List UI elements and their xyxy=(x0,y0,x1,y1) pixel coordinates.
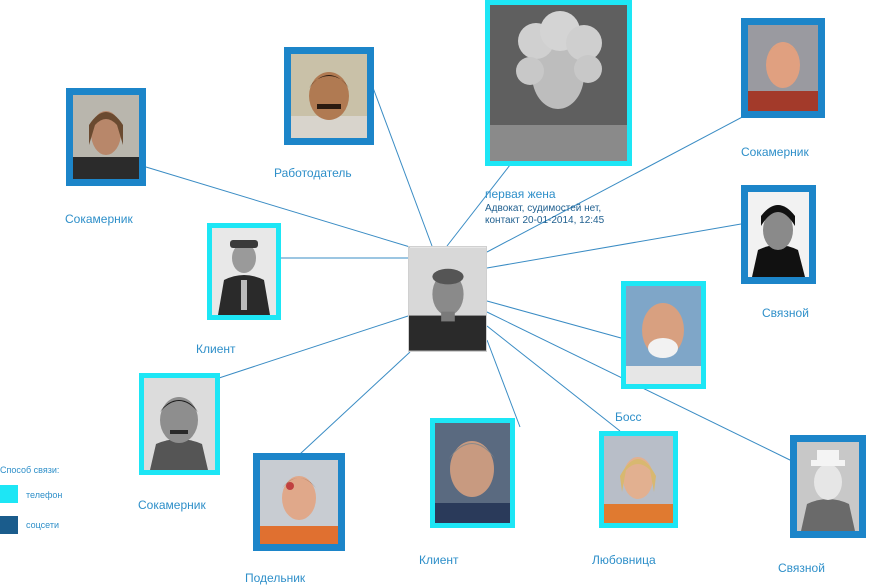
legend-swatch-social xyxy=(0,516,18,534)
node-n6-label: Связной xyxy=(762,306,809,320)
node-n1-label: Сокамерник xyxy=(65,212,133,226)
node-n3-photo[interactable] xyxy=(485,0,632,166)
node-n11-photo[interactable] xyxy=(599,431,678,528)
portrait-photo xyxy=(435,423,510,523)
center-portrait-photo xyxy=(409,247,486,351)
portrait-photo xyxy=(144,378,215,470)
portrait-photo xyxy=(291,54,367,138)
node-n3-note-2: контакт 20-01-2014, 12:45 xyxy=(485,215,605,226)
link-n1 xyxy=(145,166,411,248)
legend-label-phone: телефон xyxy=(26,490,63,500)
portrait-photo xyxy=(626,286,701,384)
node-n6-photo[interactable] xyxy=(741,185,816,284)
node-n5-label: Клиент xyxy=(196,342,236,356)
node-n5-photo[interactable] xyxy=(207,223,281,320)
link-n4 xyxy=(486,113,749,253)
portrait-photo xyxy=(604,436,673,523)
node-n4-photo[interactable] xyxy=(741,18,825,118)
portrait-photo xyxy=(260,460,338,544)
node-n3-note-1: Адвокат, судимостей нет, xyxy=(485,203,602,214)
node-n9-label: Подельник xyxy=(245,571,306,585)
link-n11 xyxy=(486,325,621,432)
node-n12-label: Связной xyxy=(778,561,825,575)
link-n3 xyxy=(446,164,511,247)
portrait-photo xyxy=(212,228,276,315)
node-n7-photo[interactable] xyxy=(621,281,706,389)
node-n8-label: Сокамерник xyxy=(138,498,206,512)
node-n2-label: Работодатель xyxy=(274,166,352,180)
portrait-photo xyxy=(490,5,627,161)
legend-label-social: соцсети xyxy=(26,520,60,530)
portrait-photo xyxy=(73,95,139,179)
node-n11-label: Любовница xyxy=(592,553,656,567)
link-n2 xyxy=(371,84,433,247)
portrait-photo xyxy=(797,442,859,531)
node-n10-label: Клиент xyxy=(419,553,459,567)
node-n10-photo[interactable] xyxy=(430,418,515,528)
node-n1-photo[interactable] xyxy=(66,88,146,186)
node-n9-photo[interactable] xyxy=(253,453,345,551)
node-n8-photo[interactable] xyxy=(139,373,220,475)
link-n7 xyxy=(486,300,622,339)
legend-swatch-phone xyxy=(0,485,18,503)
node-n7-label: Босс xyxy=(615,410,642,424)
link-n10 xyxy=(486,339,521,428)
link-n6 xyxy=(486,223,742,269)
portrait-photo xyxy=(748,25,818,111)
legend-title: Способ связи: xyxy=(0,465,60,475)
node-n2-photo[interactable] xyxy=(284,47,374,145)
center-portrait[interactable] xyxy=(408,246,487,352)
node-n12-photo[interactable] xyxy=(790,435,866,538)
portrait-photo xyxy=(748,192,809,277)
node-n3-label: первая жена xyxy=(485,187,556,201)
node-n4-label: Сокамерник xyxy=(741,145,809,159)
link-n8 xyxy=(218,315,409,379)
link-n9 xyxy=(299,351,411,455)
